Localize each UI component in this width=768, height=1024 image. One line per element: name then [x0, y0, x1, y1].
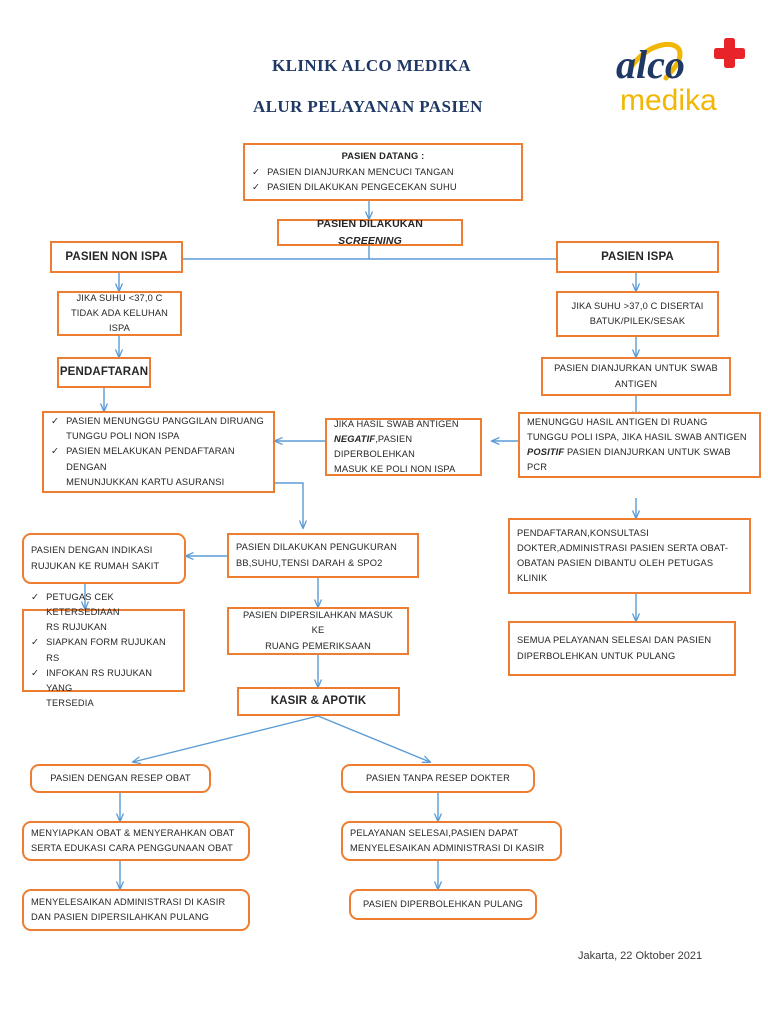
- list-item-label: SIAPKAN FORM RUJUKAN RS: [46, 637, 166, 663]
- list-item-label-cont: TUNGGU POLI NON ISPA: [66, 431, 180, 442]
- node-tanpa-resep[interactable]: PASIEN TANPA RESEP DOKTER: [341, 764, 535, 793]
- list-item-label: PASIEN DIANJURKAN MENCUCI TANGAN: [267, 166, 454, 177]
- node-pasien-non-ispa[interactable]: PASIEN NON ISPA: [50, 241, 183, 273]
- node-line-1: PELAYANAN SELESAI,PASIEN DAPAT: [350, 827, 519, 838]
- node-line-1: JIKA SUHU <37,0 C: [76, 292, 163, 303]
- node-line-1: JIKA HASIL SWAB ANTIGEN: [334, 418, 459, 429]
- node-ruang-pemeriksaan[interactable]: PASIEN DIPERSILAHKAN MASUK KE RUANG PEME…: [227, 607, 409, 655]
- node-line-2: DIPERBOLEHKAN UNTUK PULANG: [517, 650, 676, 661]
- node-suhu-normal[interactable]: JIKA SUHU <37,0 C TIDAK ADA KELUHAN ISPA: [57, 291, 182, 336]
- list-item: ✓ PETUGAS CEK KETERSEDIAAN RS RUJUKAN: [31, 590, 176, 635]
- node-line-2: DAN PASIEN DIPERSILAHKAN PULANG: [31, 912, 210, 922]
- node-line-2: RUANG PEMERIKSAAN: [265, 640, 371, 651]
- node-line-1: MENUNGGU HASIL ANTIGEN DI RUANG: [527, 416, 708, 427]
- page-title-line-2: ALUR PELAYANAN PASIEN: [253, 97, 483, 116]
- list-item: ✓ SIAPKAN FORM RUJUKAN RS: [31, 635, 176, 665]
- node-line-1: PASIEN DENGAN INDIKASI: [31, 545, 153, 556]
- check-icon: ✓: [252, 182, 261, 194]
- check-icon: ✓: [51, 416, 60, 428]
- list-item: ✓ INFOKAN RS RUJUKAN YANG TERSEDIA: [31, 666, 176, 711]
- node-line-2: SERTA EDUKASI CARA PENGGUNAAN OBAT: [31, 843, 233, 853]
- node-pendaftaran-konsultasi[interactable]: PENDAFTARAN,KONSULTASI DOKTER,ADMINISTRA…: [508, 518, 751, 594]
- node-hasil-swab-negatif[interactable]: JIKA HASIL SWAB ANTIGEN NEGATIF,PASIEN D…: [325, 418, 482, 476]
- node-label: PASIEN ISPA: [601, 250, 674, 263]
- medical-cross-icon: [714, 38, 745, 68]
- node-line-3: OBATAN PASIEN DIBANTU OLEH PETUGAS: [517, 558, 714, 568]
- list-item-label-cont: RS RUJUKAN: [46, 622, 108, 633]
- node-pasien-ispa[interactable]: PASIEN ISPA: [556, 241, 719, 273]
- node-screening[interactable]: PASIEN DILAKUKAN SCREENING: [277, 218, 463, 247]
- list-item-label: PASIEN MELAKUKAN PENDAFTARAN DENGAN: [66, 446, 235, 472]
- node-label: KASIR & APOTIK: [270, 695, 367, 708]
- node-pelayanan-selesai[interactable]: SEMUA PELAYANAN SELESAI DAN PASIEN DIPER…: [508, 621, 736, 676]
- list-item: ✓ PASIEN DIANJURKAN MENCUCI TANGAN: [252, 165, 514, 180]
- pasien-datang-heading: PASIEN DATANG :: [341, 150, 425, 161]
- node-indikasi-rujukan[interactable]: PASIEN DENGAN INDIKASI RUJUKAN KE RUMAH …: [22, 533, 186, 584]
- node-menyiapkan-obat[interactable]: MENYIAPKAN OBAT & MENYERAHKAN OBAT SERTA…: [22, 821, 250, 861]
- node-label: PENDAFTARAN: [59, 366, 149, 379]
- footer-date: Jakarta, 22 Oktober 2021: [578, 950, 703, 962]
- node-line-1: SEMUA PELAYANAN SELESAI DAN PASIEN: [517, 635, 712, 646]
- node-label: PASIEN TANPA RESEP DOKTER: [366, 772, 510, 783]
- node-dengan-resep[interactable]: PASIEN DENGAN RESEP OBAT: [30, 764, 211, 793]
- node-line-1: PASIEN DIANJURKAN UNTUK SWAB: [554, 363, 718, 374]
- node-line-1: MENYELESAIKAN ADMINISTRASI DI KASIR: [31, 896, 226, 907]
- node-line-1: JIKA SUHU >37,0 C DISERTAI: [571, 300, 704, 311]
- node-pasien-datang[interactable]: PASIEN DATANG : ✓ PASIEN DIANJURKAN MENC…: [243, 143, 523, 201]
- node-line-2: RUJUKAN KE RUMAH SAKIT: [31, 560, 160, 571]
- node-pelayanan-selesai-kasir[interactable]: PELAYANAN SELESAI,PASIEN DAPAT MENYELESA…: [341, 821, 562, 861]
- check-icon: ✓: [51, 446, 60, 458]
- node-pendaftaran[interactable]: PENDAFTARAN: [57, 357, 151, 388]
- logo-wordmark-text: alco: [616, 42, 685, 87]
- node-label: PASIEN DIPERBOLEHKAN PULANG: [363, 898, 523, 909]
- list-item-label-cont: TERSEDIA: [46, 697, 94, 708]
- node-kasir-apotik[interactable]: KASIR & APOTIK: [237, 687, 400, 716]
- node-line-3: MASUK KE POLI NON ISPA: [334, 464, 456, 475]
- node-diperbolehkan-pulang[interactable]: PASIEN DIPERBOLEHKAN PULANG: [349, 889, 537, 920]
- node-line-4: KLINIK: [517, 573, 548, 584]
- check-icon: ✓: [252, 166, 261, 178]
- screening-label: PASIEN DILAKUKAN SCREENING: [316, 217, 424, 247]
- node-line-1: PASIEN DILAKUKAN PENGUKURAN: [236, 542, 397, 553]
- node-line-2: BB,SUHU,TENSI DARAH & SPO2: [236, 557, 383, 568]
- node-line-2: ANTIGEN: [614, 378, 658, 389]
- node-pengukuran[interactable]: PASIEN DILAKUKAN PENGUKURAN BB,SUHU,TENS…: [227, 533, 419, 578]
- node-swab-antigen[interactable]: PASIEN DIANJURKAN UNTUK SWAB ANTIGEN: [541, 357, 731, 396]
- node-tunggu-poli-non-ispa[interactable]: ✓ PASIEN MENUNGGU PANGGILAN DIRUANG TUNG…: [42, 411, 275, 493]
- node-line-1: PASIEN DIPERSILAHKAN MASUK KE: [243, 610, 393, 636]
- node-line-2: DOKTER,ADMINISTRASI PASIEN SERTA OBAT-: [517, 542, 729, 553]
- list-item-label: PETUGAS CEK KETERSEDIAAN: [46, 592, 120, 618]
- node-administrasi-kasir[interactable]: MENYELESAIKAN ADMINISTRASI DI KASIR DAN …: [22, 889, 250, 931]
- list-item: ✓ PASIEN DILAKUKAN PENGECEKAN SUHU: [252, 180, 514, 195]
- node-line-2: BATUK/PILEK/SESAK: [589, 316, 686, 326]
- node-line-2: TUNGGU POLI ISPA, JIKA HASIL SWAB ANTIGE…: [527, 431, 747, 442]
- page-title-line-1: KLINIK ALCO MEDIKA: [272, 56, 471, 75]
- node-line-3: POSITIF PASIEN DIANJURKAN UNTUK SWAB PCR: [527, 447, 731, 473]
- node-line-2: MENYELESAIKAN ADMINISTRASI DI KASIR: [350, 843, 545, 853]
- node-cek-rujukan[interactable]: ✓ PETUGAS CEK KETERSEDIAAN RS RUJUKAN ✓ …: [22, 592, 185, 708]
- check-icon: ✓: [31, 637, 40, 649]
- check-icon: ✓: [31, 667, 40, 679]
- list-item: ✓ PASIEN MENUNGGU PANGGILAN DIRUANG TUNG…: [51, 414, 266, 444]
- list-item-label: PASIEN DILAKUKAN PENGECEKAN SUHU: [267, 182, 457, 193]
- node-line-1: MENYIAPKAN OBAT & MENYERAHKAN OBAT: [31, 827, 235, 838]
- logo-submark-text: medika: [620, 84, 717, 116]
- node-line-2: TIDAK ADA KELUHAN ISPA: [70, 307, 169, 334]
- node-menunggu-hasil-antigen[interactable]: MENUNGGU HASIL ANTIGEN DI RUANG TUNGGU P…: [518, 412, 761, 478]
- list-item-label-cont: MENUNJUKKAN KARTU ASURANSI: [66, 476, 225, 487]
- node-line-2: NEGATIF,PASIEN DIPERBOLEHKAN: [334, 433, 415, 459]
- check-icon: ✓: [31, 592, 40, 604]
- alco-medika-logo: alco medika: [608, 32, 758, 116]
- node-label: PASIEN NON ISPA: [65, 250, 168, 263]
- list-item-label: INFOKAN RS RUJUKAN YANG: [46, 667, 153, 693]
- list-item: ✓ PASIEN MELAKUKAN PENDAFTARAN DENGAN ME…: [51, 444, 266, 489]
- list-item-label: PASIEN MENUNGGU PANGGILAN DIRUANG: [66, 416, 264, 427]
- node-line-1: PENDAFTARAN,KONSULTASI: [517, 527, 649, 538]
- node-label: PASIEN DENGAN RESEP OBAT: [50, 772, 191, 783]
- node-suhu-tinggi[interactable]: JIKA SUHU >37,0 C DISERTAI BATUK/PILEK/S…: [556, 291, 719, 337]
